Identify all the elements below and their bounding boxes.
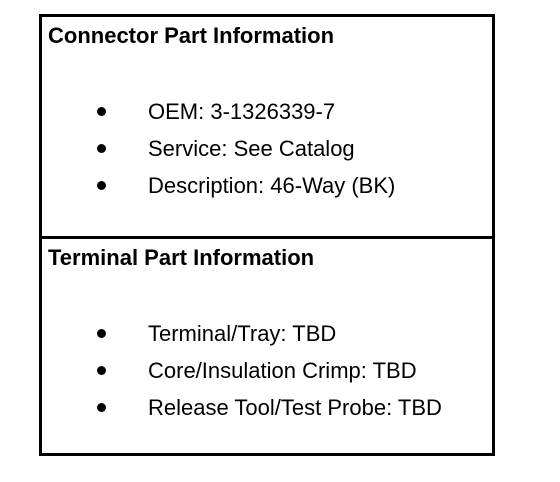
- bullet-icon: [97, 329, 106, 338]
- section-divider: [42, 236, 492, 239]
- connector-service-text: Service: See Catalog: [148, 136, 355, 161]
- bullet-icon: [97, 181, 106, 190]
- bullet-icon: [97, 144, 106, 153]
- bullet-icon: [97, 403, 106, 412]
- connector-part-section: Connector Part Information OEM: 3-132633…: [42, 17, 492, 236]
- terminal-section-title: Terminal Part Information: [48, 245, 315, 270]
- terminal-crimp-text: Core/Insulation Crimp: TBD: [148, 358, 417, 383]
- connector-oem-text: OEM: 3-1326339-7: [148, 99, 336, 124]
- part-information-table: Connector Part Information OEM: 3-132633…: [39, 14, 495, 456]
- bullet-icon: [97, 366, 106, 375]
- terminal-part-section: Terminal Part Information Terminal/Tray:…: [42, 239, 492, 453]
- terminal-release-tool-text: Release Tool/Test Probe: TBD: [148, 395, 442, 420]
- terminal-tray-text: Terminal/Tray: TBD: [148, 321, 337, 346]
- connector-description-text: Description: 46-Way (BK): [148, 173, 396, 198]
- connector-section-title: Connector Part Information: [48, 23, 335, 48]
- bullet-icon: [97, 107, 106, 116]
